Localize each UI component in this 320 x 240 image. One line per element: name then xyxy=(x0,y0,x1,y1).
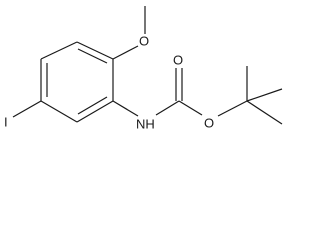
tbutyl-methyl-bond xyxy=(246,100,283,125)
bond-ring-to-methoxy-o xyxy=(112,45,139,60)
nitrogen-label: NH xyxy=(136,117,155,132)
benzene-ring xyxy=(40,41,114,123)
ring-bond xyxy=(76,41,114,60)
bond-ring-to-iodine xyxy=(12,100,42,118)
carbonyl-oxygen-label: O xyxy=(173,53,183,68)
ring-bond xyxy=(40,41,78,60)
ester-oxygen-label: O xyxy=(204,116,214,131)
bond-carbonyl-c-to-ester-o xyxy=(178,100,203,116)
ring-double-bond xyxy=(77,96,108,115)
structure-canvas: O I NH O O xyxy=(4,6,283,132)
ring-bond xyxy=(76,100,114,123)
molecule-drawing: O I NH O O xyxy=(4,6,283,132)
methoxy-oxygen-label: O xyxy=(139,34,149,49)
bond-ester-o-to-tbutyl-c xyxy=(217,100,248,117)
ring-bond xyxy=(40,100,78,123)
bond-ring-to-nitrogen xyxy=(112,100,139,117)
iodine-label: I xyxy=(4,115,8,130)
bond-nitrogen-to-carbonyl-c xyxy=(155,100,180,116)
tbutyl-methyl-bond xyxy=(246,88,283,102)
ring-double-bond xyxy=(77,48,108,64)
